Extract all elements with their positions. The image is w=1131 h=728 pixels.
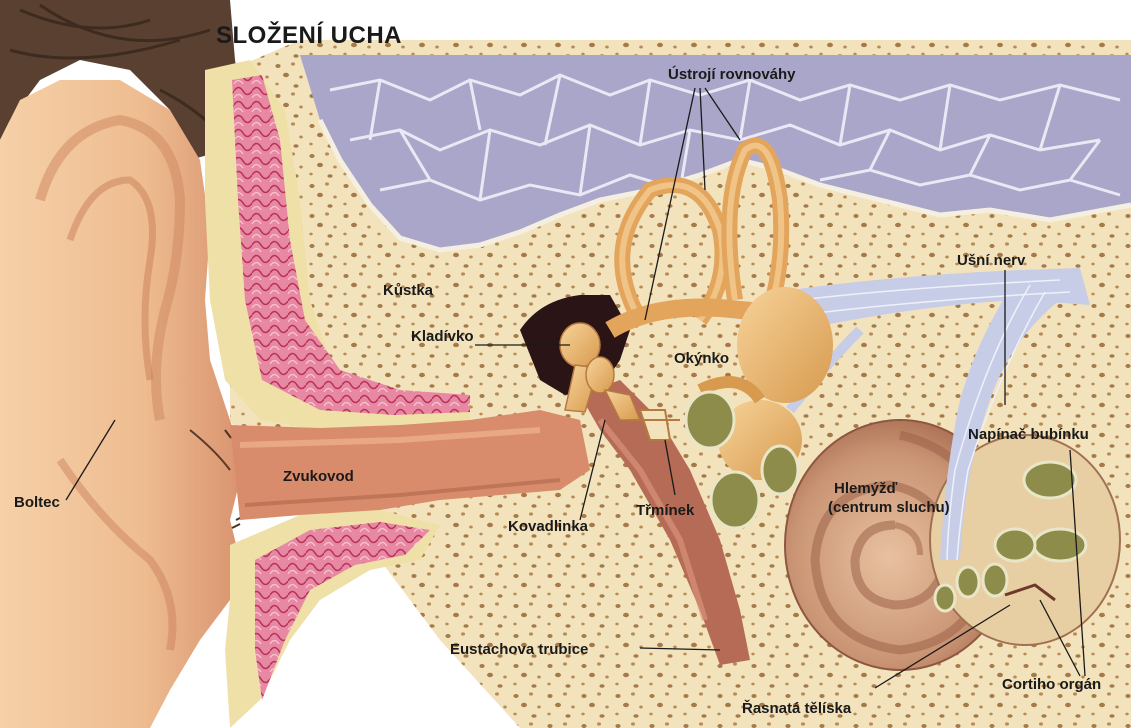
label-rasnata-teliska: Řasnatá tělíska [742,700,851,717]
label-centrum-sluchu: (centrum sluchu) [828,499,950,516]
label-kustka: Kůstka [383,282,433,299]
label-cortiho-organ: Cortiho orgán [1002,676,1101,693]
label-trminek: Třmínek [636,502,694,519]
label-zvukovod: Zvukovod [283,468,354,485]
label-napinac-bubinku: Napínač bubínku [968,426,1089,443]
label-boltec: Boltec [14,494,60,511]
label-usni-nerv: Ušní nerv [957,252,1025,269]
label-ustroji-rovnovahy: Ústrojí rovnováhy [668,66,796,83]
label-kladivko: Kladívko [411,328,474,345]
label-kovadlinka: Kovadlinka [508,518,588,535]
label-hlemyzd: Hlemýžď [834,480,897,497]
diagram-title: SLOŽENÍ UCHA [216,22,402,50]
cartilage-lower [225,510,440,728]
label-eustachova-trubice: Eustachova trubice [450,641,588,658]
label-okynko: Okýnko [674,350,729,367]
